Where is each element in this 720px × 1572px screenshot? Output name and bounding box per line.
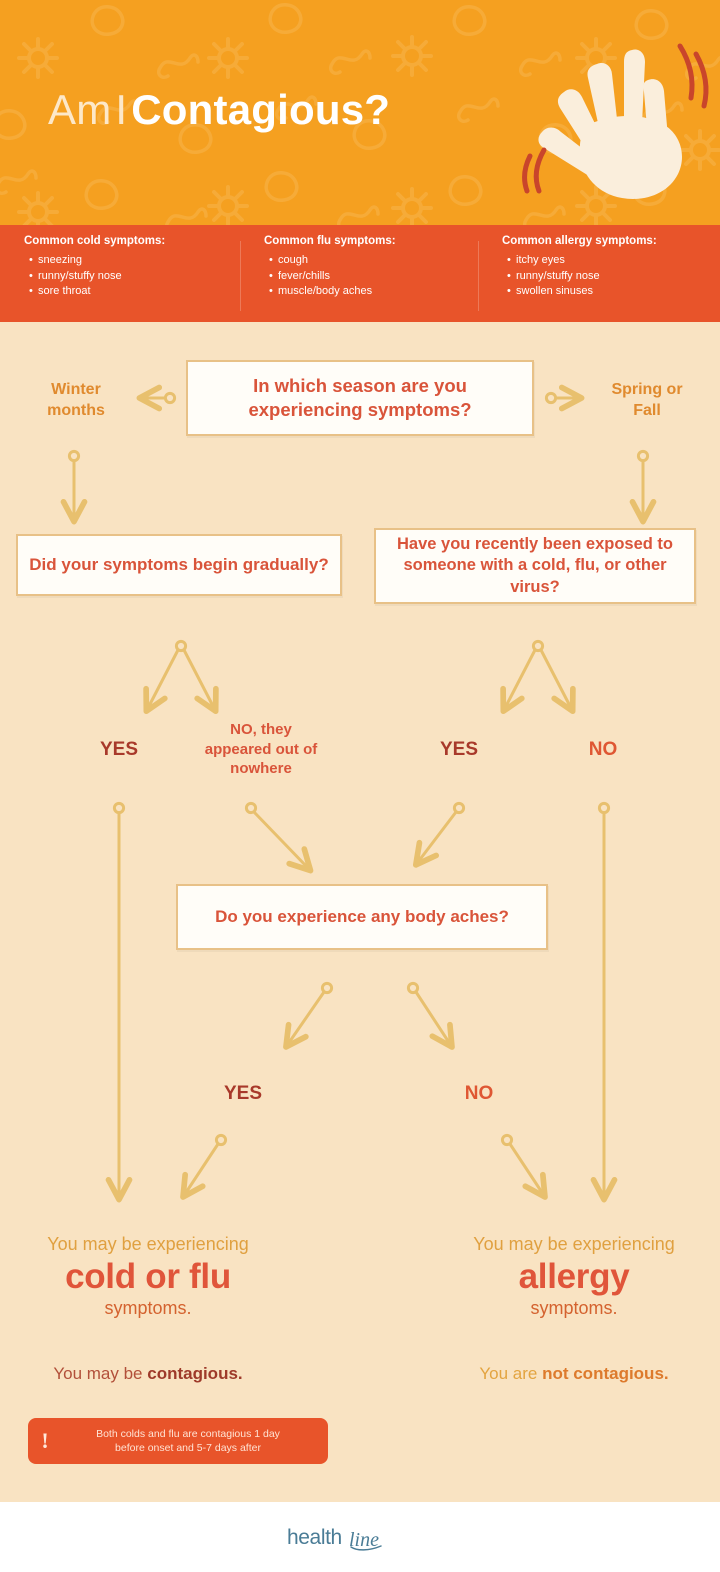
- list-item: fever/chills: [269, 269, 474, 285]
- waving-hand-icon: [520, 28, 720, 218]
- result-cold-or-flu: You may be experiencing cold or flu symp…: [14, 1234, 282, 1319]
- flowchart-connectors: [60, 384, 657, 1203]
- branch-label-aches-no: NO: [464, 1083, 494, 1104]
- question-box-gradual-text: Did your symptoms begin gradually?: [29, 555, 329, 575]
- symptom-divider-1: [240, 241, 241, 311]
- symptom-column-flu-list: cough fever/chills muscle/body aches: [264, 253, 474, 300]
- footnote-badge: ! Both colds and flu are contagious 1 da…: [28, 1418, 328, 1464]
- exclamation-icon: !: [41, 1428, 49, 1453]
- list-item: swollen sinuses: [507, 284, 716, 300]
- contagious-status-right: You are not contagious.: [440, 1364, 708, 1384]
- question-box-body-aches-text: Do you experience any body aches?: [215, 907, 509, 927]
- branch-label-gradual-yes: YES: [99, 739, 139, 760]
- title-word-i: I: [115, 86, 128, 133]
- question-box-exposed-text: Have you recently been exposed to someon…: [396, 535, 673, 596]
- symptom-column-cold-heading: Common cold symptoms:: [24, 235, 166, 247]
- contagious-right-prefix: You are: [479, 1364, 543, 1383]
- page-title: AmIContagious?: [48, 86, 390, 134]
- symptom-column-allergy-list: itchy eyes runny/stuffy nose swollen sin…: [502, 253, 716, 300]
- list-item: itchy eyes: [507, 253, 716, 269]
- question-box-season-text: In which season are you experiencing sym…: [248, 375, 472, 420]
- result-left-suffix: symptoms.: [104, 1297, 192, 1318]
- branch-label-exposed-no: NO: [588, 739, 618, 760]
- title-word-contagious: Contagious?: [131, 86, 391, 133]
- symptom-column-cold-list: sneezing runny/stuffy nose sore throat: [24, 253, 234, 300]
- symptom-column-allergy: Common allergy symptoms: itchy eyes runn…: [502, 235, 716, 300]
- contagious-status-left: You may be contagious.: [14, 1364, 282, 1384]
- footnote-text: Both colds and flu are contagious 1 day …: [62, 1427, 328, 1455]
- svg-text:health: health: [287, 1526, 342, 1549]
- list-item: cough: [269, 253, 474, 269]
- result-allergy: You may be experiencing allergy symptoms…: [440, 1234, 708, 1319]
- question-box-season[interactable]: In which season are you experiencing sym…: [186, 360, 534, 436]
- footer-bar: [0, 1502, 720, 1572]
- list-item: sneezing: [29, 253, 234, 269]
- footnote-line-1: Both colds and flu are contagious 1 day: [96, 1428, 280, 1440]
- question-box-exposed[interactable]: Have you recently been exposed to someon…: [374, 528, 696, 604]
- result-right-headline: allergy: [518, 1256, 630, 1296]
- title-word-am: Am: [48, 86, 112, 133]
- healthline-logo[interactable]: health line: [0, 1502, 720, 1572]
- symptom-divider-2: [478, 241, 479, 311]
- question-box-body-aches[interactable]: Do you experience any body aches?: [176, 884, 548, 950]
- result-right-prefix: You may be experiencing: [473, 1234, 675, 1254]
- list-item: muscle/body aches: [269, 284, 474, 300]
- symptom-column-allergy-heading: Common allergy symptoms:: [502, 235, 657, 247]
- symptom-column-cold: Common cold symptoms: sneezing runny/stu…: [24, 235, 234, 300]
- symptom-column-flu-heading: Common flu symptoms:: [264, 235, 396, 247]
- branch-label-exposed-yes: YES: [439, 739, 479, 760]
- question-box-gradual[interactable]: Did your symptoms begin gradually?: [16, 534, 342, 596]
- symptom-column-flu: Common flu symptoms: cough fever/chills …: [264, 235, 474, 300]
- branch-label-aches-yes: YES: [223, 1083, 263, 1104]
- flowchart-area: In which season are you experiencing sym…: [0, 322, 720, 1502]
- list-item: sore throat: [29, 284, 234, 300]
- contagious-left-strong: contagious.: [147, 1364, 243, 1383]
- contagious-left-prefix: You may be: [53, 1364, 148, 1383]
- result-left-prefix: You may be experiencing: [47, 1234, 249, 1254]
- contagious-right-strong: not contagious.: [542, 1364, 669, 1383]
- list-item: runny/stuffy nose: [29, 269, 234, 285]
- footnote-line-2: before onset and 5-7 days after: [115, 1442, 261, 1454]
- symptom-summary-bar: Common cold symptoms: sneezing runny/stu…: [0, 225, 720, 322]
- result-left-headline: cold or flu: [65, 1256, 231, 1296]
- svg-text:line: line: [349, 1529, 379, 1551]
- healthline-logo-icon: health line: [287, 1526, 382, 1551]
- header-banner: AmIContagious?: [0, 0, 720, 225]
- list-item: runny/stuffy nose: [507, 269, 716, 285]
- result-right-suffix: symptoms.: [530, 1297, 618, 1318]
